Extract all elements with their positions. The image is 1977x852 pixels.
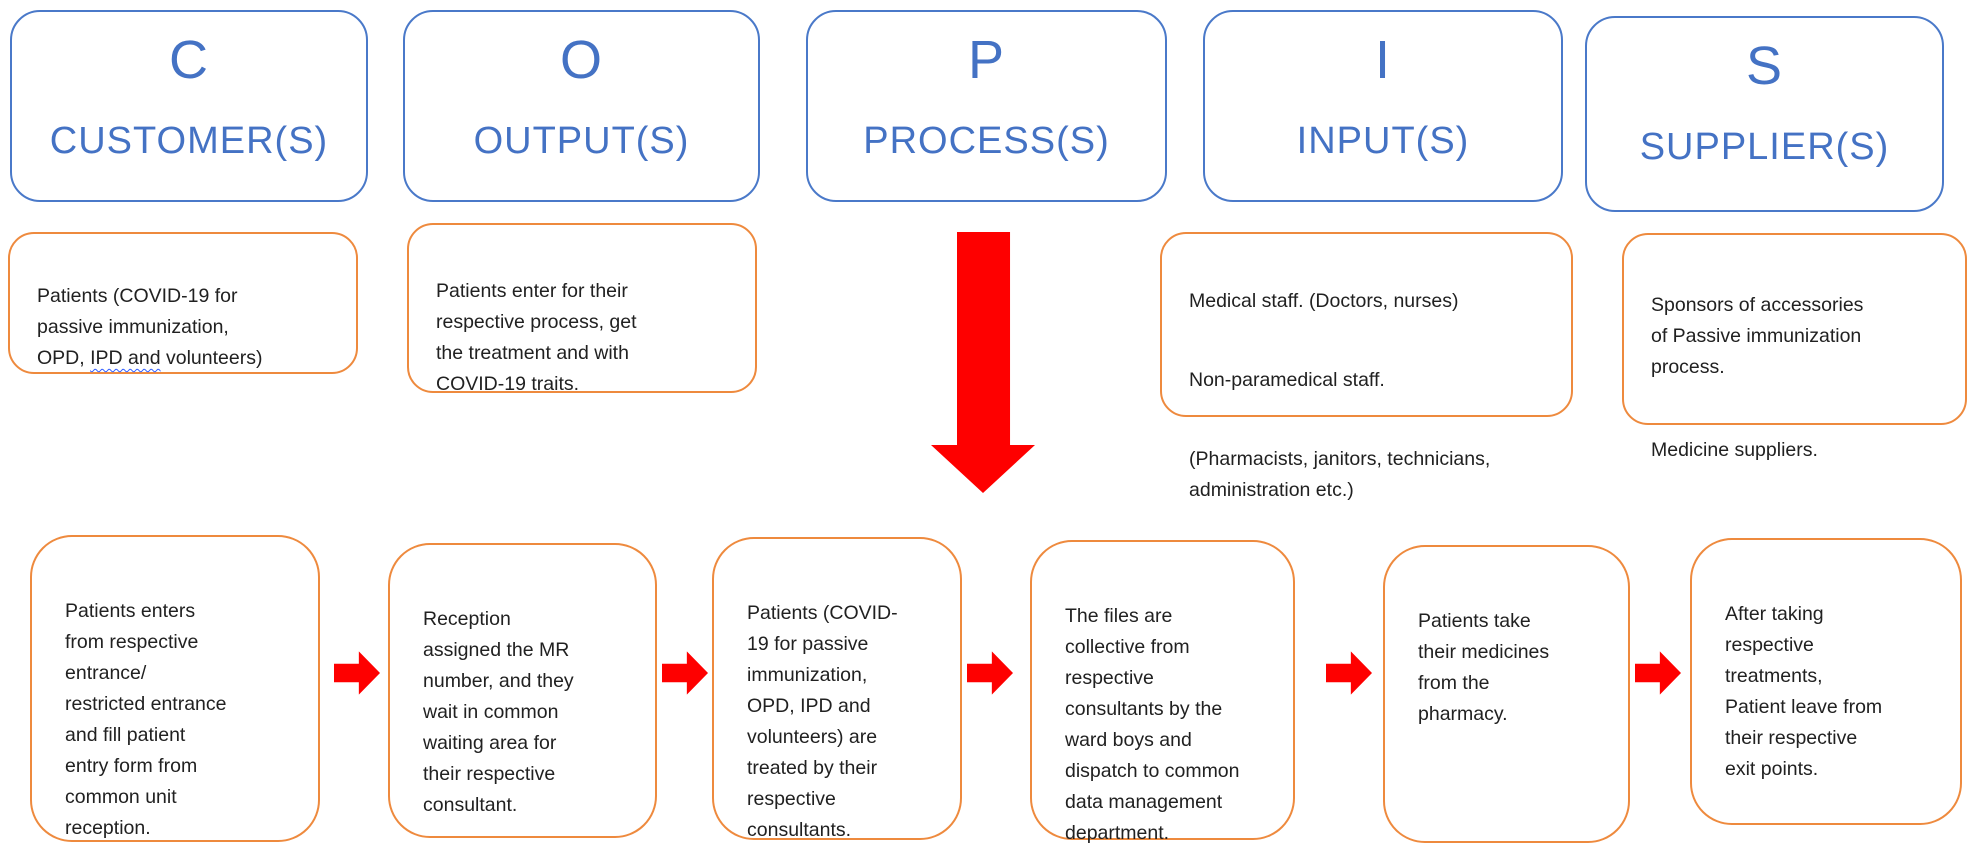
supplier-description-p2: Medicine suppliers. (1651, 439, 1818, 461)
flow-arrow-4 (1326, 651, 1372, 695)
process-step-2: Reception assigned the MR number, and th… (388, 543, 657, 838)
process-step-3-text: Patients (COVID- 19 for passive immuniza… (747, 602, 898, 841)
supplier-title: SUPPLIER(S) (1639, 126, 1890, 168)
input-letter: I (1374, 30, 1391, 90)
flow-arrow-2 (662, 651, 708, 695)
customer-description-text-end: volunteers) (160, 347, 263, 369)
supplier-letter: S (1745, 36, 1784, 96)
flow-arrow-1 (334, 651, 380, 695)
output-description-box: Patients enter for their respective proc… (407, 223, 757, 395)
supplier-description-box: Sponsors of accessories of Passive immun… (1622, 233, 1967, 461)
copis-column-input: I INPUT(S) (1203, 10, 1563, 202)
process-down-arrow (931, 232, 1035, 493)
customer-description-box: Patients (COVID-19 for passive immunizat… (8, 232, 358, 374)
process-step-5-text: Patients take their medicines from the p… (1418, 610, 1550, 725)
supplier-description-p1: Sponsors of accessories of Passive immun… (1651, 294, 1864, 378)
flow-arrow-5 (1635, 651, 1681, 695)
process-step-6: After taking respective treatments, Pati… (1690, 538, 1962, 825)
process-step-6-text: After taking respective treatments, Pati… (1725, 603, 1883, 780)
output-title: OUTPUT(S) (473, 120, 690, 162)
output-description-text: Patients enter for their respective proc… (436, 280, 637, 395)
flow-arrow-3 (967, 651, 1013, 695)
copis-column-customer: C CUSTOMER(S) (10, 10, 368, 202)
input-description-p1: Medical staff. (Doctors, nurses) (1189, 290, 1459, 312)
process-step-4-text: The files are collective from respective… (1065, 605, 1240, 844)
process-step-1: Patients enters from respective entrance… (30, 535, 320, 842)
input-title: INPUT(S) (1296, 120, 1470, 162)
customer-description-text: Patients (COVID-19 for passive immunizat… (37, 285, 238, 369)
process-step-1-text: Patients enters from respective entrance… (65, 600, 227, 839)
input-description-box: Medical staff. (Doctors, nurses) Non-par… (1160, 232, 1573, 501)
customer-letter: C (169, 30, 209, 90)
process-step-2-text: Reception assigned the MR number, and th… (423, 608, 574, 816)
customer-title: CUSTOMER(S) (49, 120, 329, 162)
process-step-4: The files are collective from respective… (1030, 540, 1295, 844)
copis-column-supplier: S SUPPLIER(S) (1585, 16, 1944, 212)
copis-column-output: O OUTPUT(S) (403, 10, 760, 202)
process-letter: P (967, 30, 1006, 90)
process-step-3: Patients (COVID- 19 for passive immuniza… (712, 537, 962, 841)
customer-description-wavy-text: IPD and (90, 347, 161, 369)
process-title: PROCESS(S) (863, 120, 1110, 162)
copis-column-process: P PROCESS(S) (806, 10, 1167, 202)
output-letter: O (559, 30, 603, 90)
input-description-p3: (Pharmacists, janitors, technicians, adm… (1189, 448, 1491, 501)
input-description-p2: Non-paramedical staff. (1189, 369, 1385, 391)
process-step-5: Patients take their medicines from the p… (1383, 545, 1630, 843)
